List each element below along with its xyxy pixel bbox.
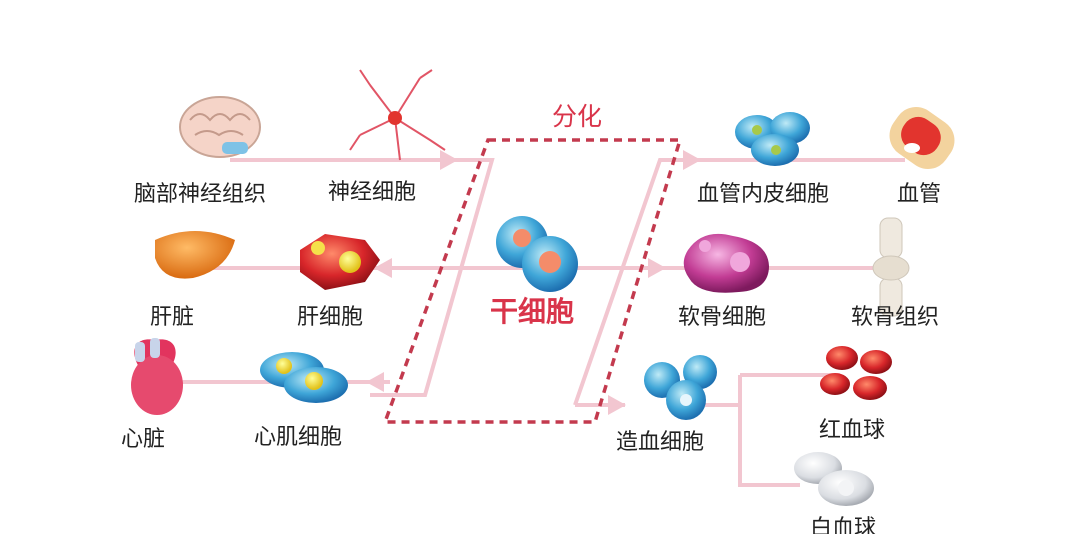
cardiomyocyte-icon — [260, 352, 348, 403]
brain-icon — [179, 96, 261, 158]
arrowhead-endothelial — [683, 150, 701, 170]
liver-icon — [155, 231, 235, 279]
arrowhead-neuron — [440, 150, 458, 170]
heart-label: 心脏 — [120, 427, 166, 452]
liver-cell-icon — [300, 234, 380, 290]
blood-vessel-icon — [889, 106, 955, 170]
line-to-white-blood — [738, 375, 800, 487]
white-blood-cell-icon — [794, 452, 874, 506]
red-blood-label: 红血球 — [818, 418, 886, 443]
stem-cell-icon — [496, 216, 578, 292]
liver-cell-label: 肝细胞 — [296, 305, 364, 330]
white-blood-label: 白血球 — [809, 516, 877, 534]
right-connectors — [560, 150, 905, 487]
arrowhead-hematopoietic — [608, 395, 626, 415]
heart-icon — [131, 338, 183, 415]
liver-label: 肝脏 — [149, 305, 195, 330]
cardiomyocyte-label: 心肌细胞 — [253, 425, 343, 450]
red-blood-cell-icon — [820, 346, 892, 400]
differentiation-dashed-frame — [382, 138, 683, 424]
differentiation-label: 分化 — [551, 102, 603, 131]
hematopoietic-label: 造血细胞 — [615, 430, 705, 455]
arrowhead-chondrocyte — [648, 258, 666, 278]
knee-joint-icon — [872, 217, 910, 317]
endothelial-cell-icon — [735, 112, 810, 166]
neuron-label: 神经细胞 — [327, 180, 417, 205]
branch-upper-left — [370, 158, 495, 397]
vessel-label: 血管 — [896, 182, 942, 207]
brain-tissue-label: 脑部神经组织 — [133, 182, 267, 207]
arrowhead-heart — [366, 372, 384, 392]
chondrocyte-label: 软骨细胞 — [677, 305, 767, 330]
arrowhead-liver — [374, 258, 392, 278]
stem-cell-label: 干细胞 — [489, 295, 575, 328]
cartilage-label: 软骨组织 — [850, 305, 940, 330]
endothelial-label: 血管内皮细胞 — [696, 182, 830, 207]
neuron-icon — [349, 69, 446, 161]
hematopoietic-cell-icon — [644, 355, 717, 420]
chondrocyte-icon — [683, 233, 769, 293]
branch-upper-right — [573, 158, 905, 406]
